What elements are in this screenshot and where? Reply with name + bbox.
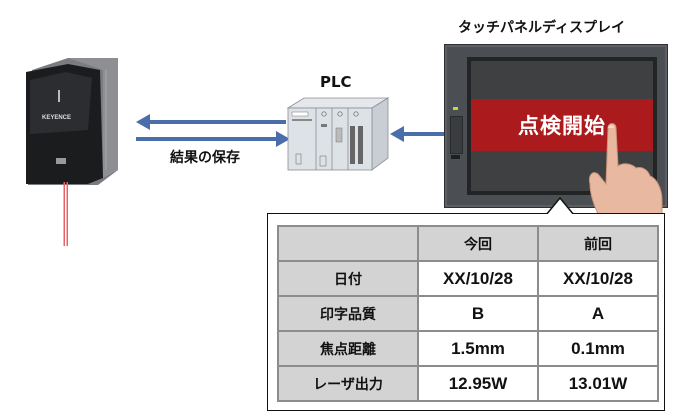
cell-previous: XX/10/28: [537, 260, 659, 297]
header-previous: 前回: [537, 225, 659, 262]
row-label-print-quality: 印字品質: [277, 295, 419, 332]
laser-beam: [63, 182, 68, 246]
row-label-date: 日付: [277, 260, 419, 297]
touch-panel-label: タッチパネルディスプレイ: [458, 20, 626, 36]
table-row: 焦点距離 1.5mm 0.1mm: [277, 330, 659, 367]
card-slot: [450, 116, 463, 154]
arrow-panel-to-plc: [390, 126, 444, 142]
start-inspection-button[interactable]: 点検開始: [471, 99, 653, 151]
laser-brand-text: KEYENCE: [42, 115, 71, 121]
cell-current: 1.5mm: [417, 330, 539, 367]
cell-current: XX/10/28: [417, 260, 539, 297]
plc-label: PLC: [320, 73, 352, 91]
cell-previous: 0.1mm: [537, 330, 659, 367]
arrow-plc-to-laser: [136, 114, 286, 130]
header-corner: [277, 225, 419, 262]
cell-previous: 13.01W: [537, 365, 659, 402]
table-header-row: 今回 前回: [277, 225, 659, 262]
cell-previous: A: [537, 295, 659, 332]
arrow-laser-to-plc: [136, 131, 290, 147]
touch-panel-display: 点検開始: [444, 44, 668, 208]
status-led-icon: [453, 107, 458, 110]
laser-marker-device: KEYENCE: [26, 58, 118, 185]
cell-current: B: [417, 295, 539, 332]
header-current: 今回: [417, 225, 539, 262]
pointing-hand-icon: [589, 123, 663, 218]
table-row: 印字品質 B A: [277, 295, 659, 332]
usb-port: [451, 155, 460, 159]
plc-device: [286, 97, 390, 171]
save-results-label: 結果の保存: [170, 150, 240, 166]
table-row: 日付 XX/10/28 XX/10/28: [277, 260, 659, 297]
row-label-focal-distance: 焦点距離: [277, 330, 419, 367]
table-row: レーザ出力 12.95W 13.01W: [277, 365, 659, 402]
cell-current: 12.95W: [417, 365, 539, 402]
callout-pointer: [542, 196, 578, 216]
inspection-results-table: 今回 前回 日付 XX/10/28 XX/10/28 印字品質 B A 焦点距離…: [277, 225, 659, 402]
row-label-laser-output: レーザ出力: [277, 365, 419, 402]
